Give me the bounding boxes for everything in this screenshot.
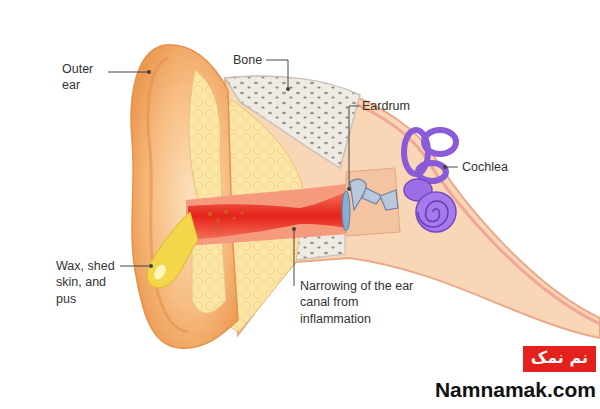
eardrum [342,191,350,231]
watermark: نم نمک [523,346,596,372]
part-label: Narrowing of the ear canal from inflamma… [300,278,425,327]
part-label: Wax, shed skin, and pus [56,258,118,307]
ossicles [350,179,398,210]
auricle-inner [192,240,226,313]
part-label: Cochlea [462,159,508,175]
wax-highlight [152,263,169,282]
wax-blob [147,212,198,288]
part-label: Eardrum [362,98,410,114]
cochlea [404,130,456,181]
watermark: Namnamak.com [435,376,596,403]
cochlea-spiral [416,192,456,232]
cochlea-spiral [418,201,448,227]
part-label: Outer ear [62,61,106,94]
auricle-fold [148,58,188,332]
auricle-inner [189,70,222,206]
leader-dot [147,70,447,268]
debris [208,210,244,230]
part-label: Bone [233,52,262,68]
leader-line [108,60,458,286]
canal-halo [186,184,346,246]
ear-canal [188,192,346,240]
middle-ear [346,168,400,236]
